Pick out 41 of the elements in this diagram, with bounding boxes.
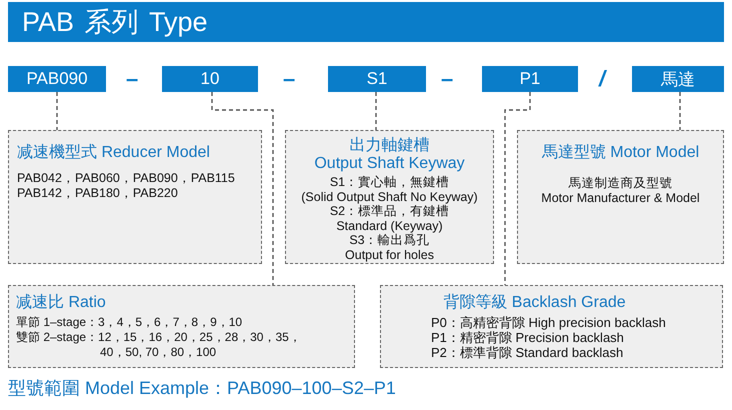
leader-line bbox=[679, 92, 681, 130]
leader-line bbox=[56, 92, 58, 130]
panel-text: S1：實心軸，無鍵槽 bbox=[330, 175, 450, 190]
panel-heading: 背隙等級 Backlash Grade bbox=[443, 294, 626, 312]
dash-separator: – bbox=[283, 66, 296, 92]
panel-heading: 馬達型號 Motor Model bbox=[542, 144, 700, 162]
panel-text: (Solid Output Shaft No Keyway) bbox=[301, 190, 478, 204]
panel-text: 雙節 2–stage：12，15，16，20，25，28，30，35， 40，50, 70，80，100 bbox=[16, 330, 302, 360]
panel-text: 單節 1–stage：3，4，5，6，7，8，9，10 bbox=[16, 315, 244, 330]
panel-heading: Output Shaft Keyway bbox=[314, 155, 465, 173]
panel-text: P1：精密背隙 Precision backlash bbox=[431, 330, 624, 345]
panel-text: PAB042，PAB060，PAB090，PAB115 PAB142，PAB180，PAB220 bbox=[17, 171, 236, 201]
panel-heading: 减速機型式 Reducer Model bbox=[17, 144, 210, 162]
model-example-text: 型號範圍 Model Example：PAB090–100–S2–P1 bbox=[8, 377, 396, 399]
panel-text: S3：輸出爲孔 bbox=[349, 233, 430, 248]
dash-separator: – bbox=[126, 66, 138, 92]
code-segment: PAB090 bbox=[8, 66, 106, 92]
description-panel bbox=[517, 130, 724, 264]
code-segment: 10 bbox=[162, 66, 258, 92]
description-panel bbox=[8, 130, 262, 264]
panel-text: P2：標準背隙 Standard backlash bbox=[431, 345, 624, 360]
panel-text: 馬達制造商及型號 bbox=[568, 176, 672, 190]
panel-text: Output for holes bbox=[345, 248, 434, 263]
code-segment: 馬達 bbox=[632, 66, 724, 92]
description-panel bbox=[380, 285, 723, 368]
panel-heading: 出力軸鍵槽 bbox=[350, 137, 430, 155]
panel-text: P0：高精密背隙 High precision backlash bbox=[431, 315, 666, 330]
code-segment: S1 bbox=[328, 66, 426, 92]
description-panel bbox=[8, 285, 355, 368]
dash-separator: – bbox=[441, 66, 454, 92]
panel-text: S2：標準品，有鍵槽 bbox=[330, 204, 450, 219]
panel-heading: 减速比 Ratio bbox=[16, 294, 106, 312]
slash-separator: / bbox=[599, 66, 606, 92]
title-banner: PAB 系列 Type bbox=[8, 2, 724, 42]
panel-text: Standard (Keyway) bbox=[336, 218, 443, 234]
code-segment: P1 bbox=[482, 66, 578, 92]
leader-line bbox=[211, 92, 274, 285]
leader-line bbox=[504, 92, 531, 285]
panel-text: Motor Manufacturer & Model bbox=[541, 190, 700, 205]
leader-line bbox=[375, 92, 377, 130]
description-panel bbox=[285, 130, 494, 264]
